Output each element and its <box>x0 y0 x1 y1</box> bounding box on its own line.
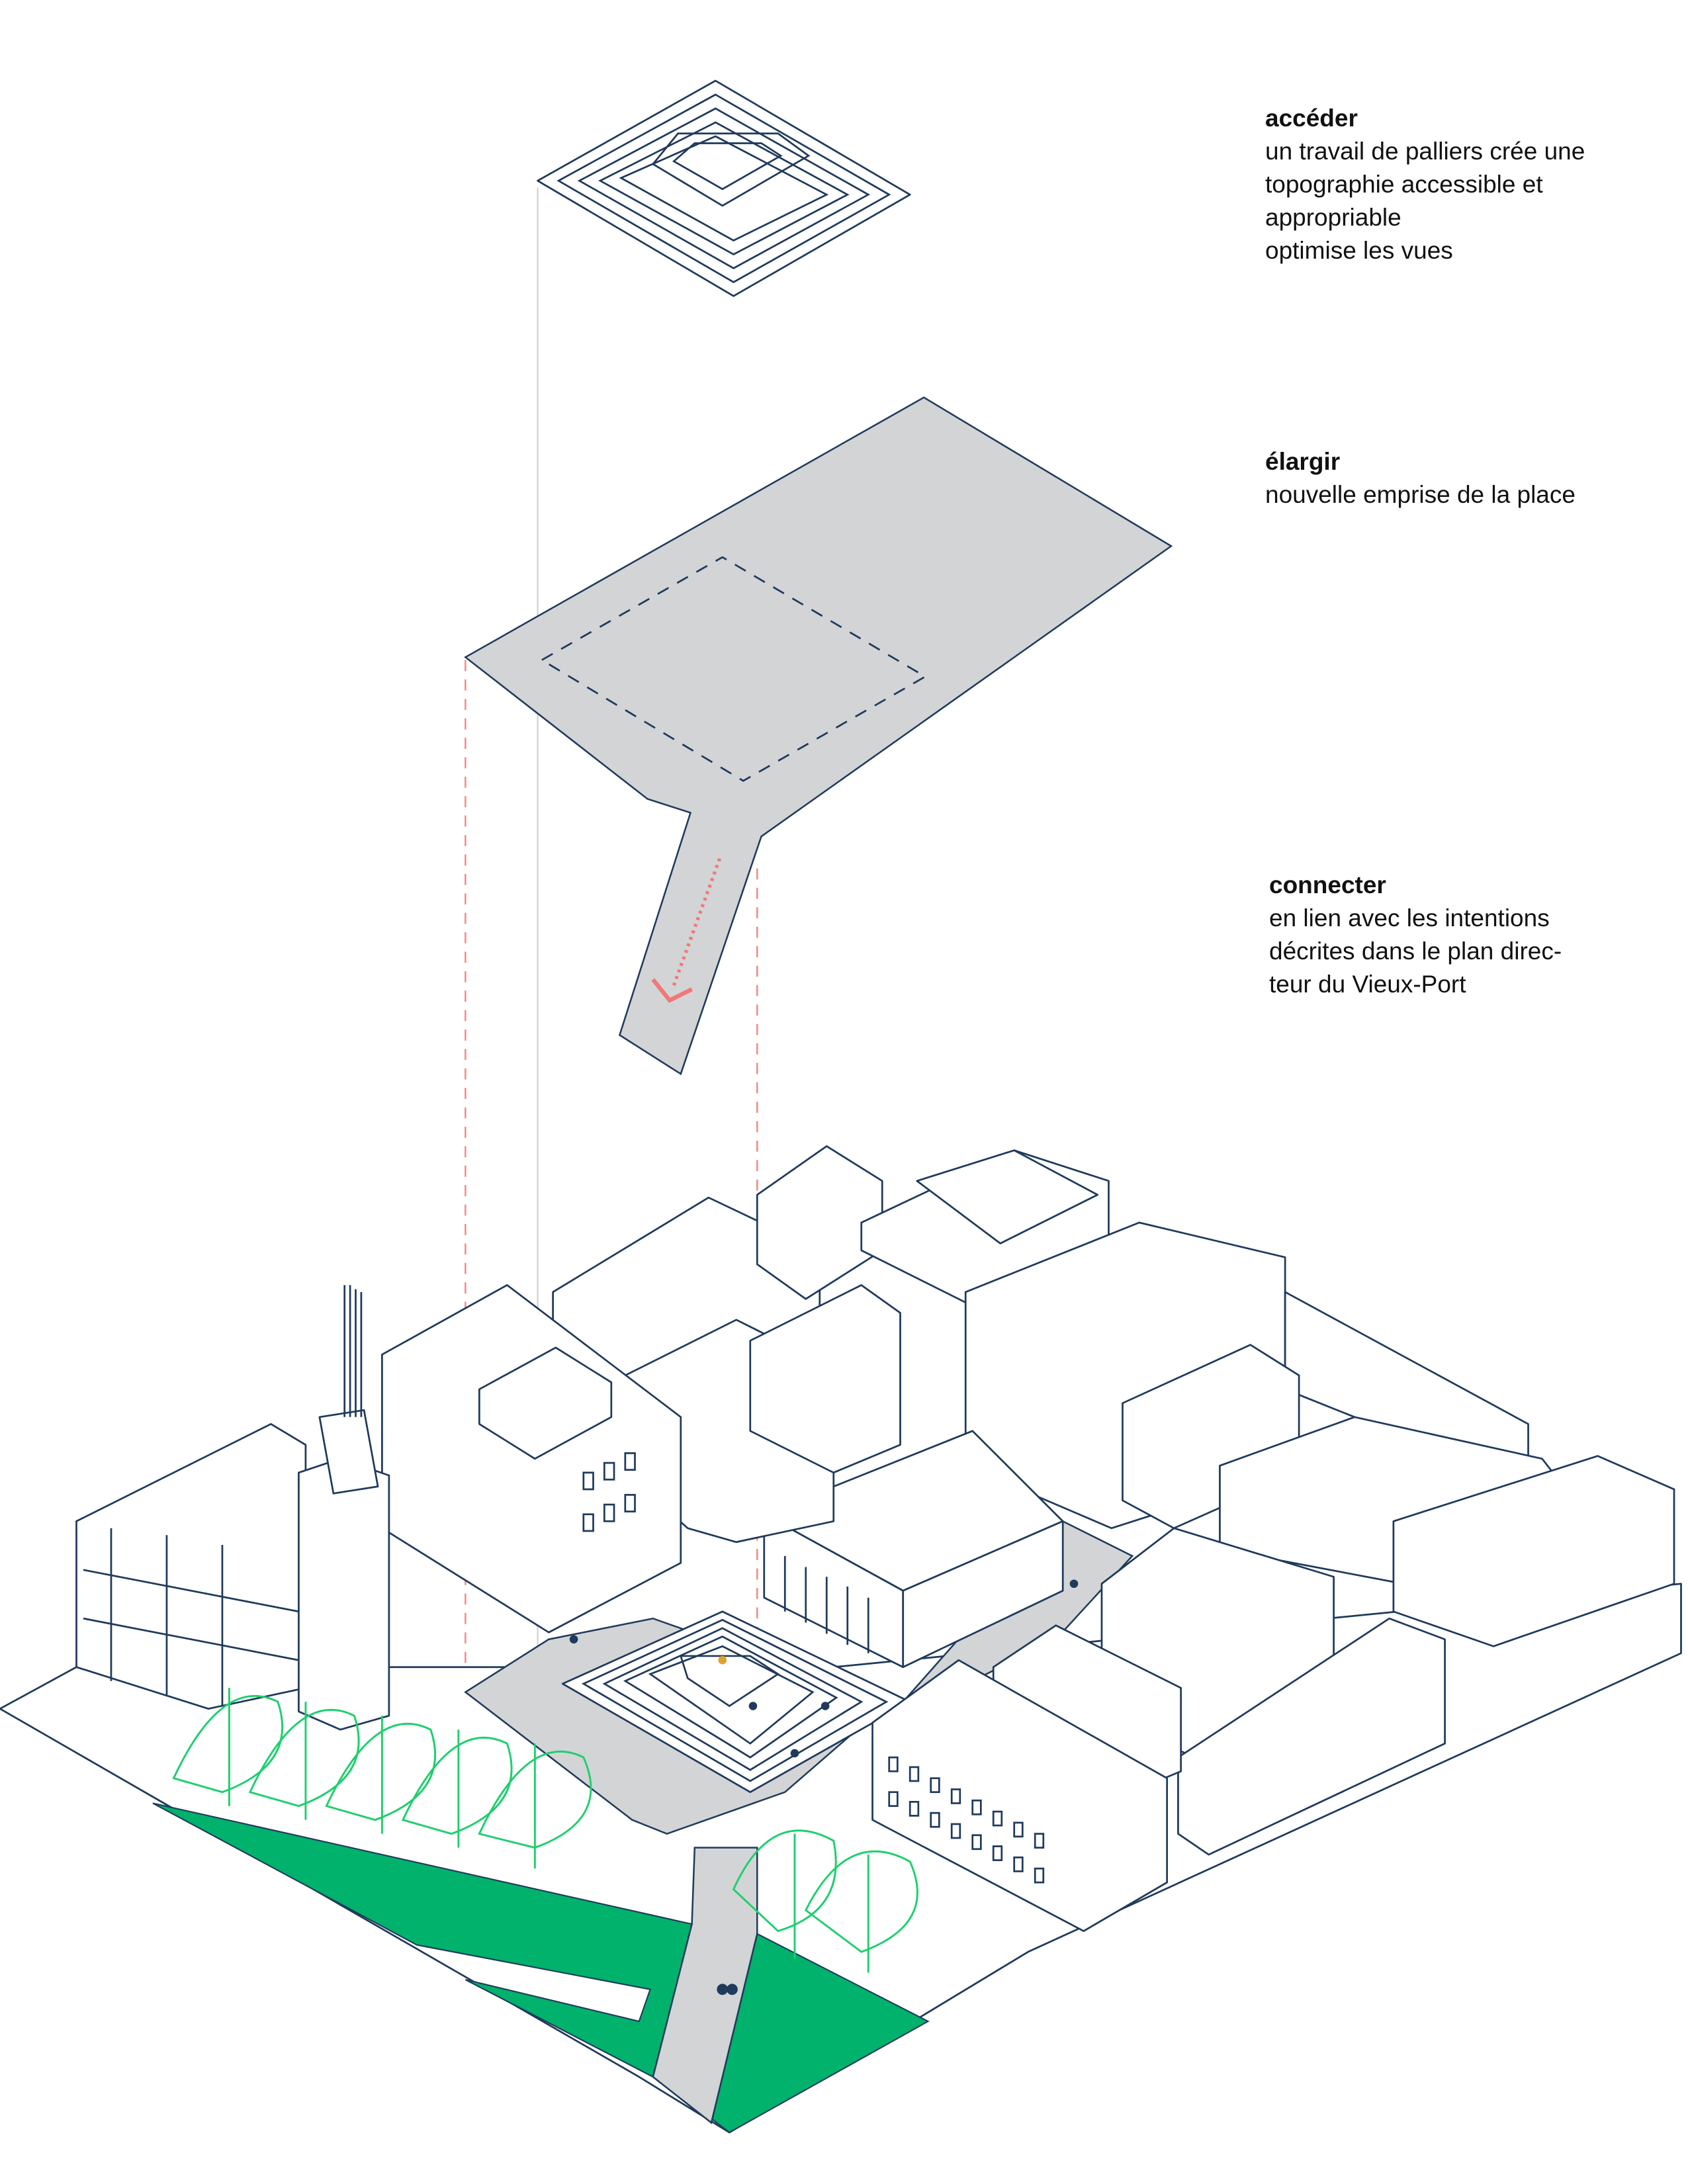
tree-row-right <box>732 1829 918 1973</box>
plaza-footprint-layer <box>464 396 1173 1076</box>
caption-line: nouvelle emprise de la place <box>1265 481 1576 508</box>
caption-line: décrites dans le plan direc- <box>1269 938 1562 965</box>
street-path <box>652 1847 758 2124</box>
stepped-topography-layer <box>537 79 911 297</box>
connection-arrow <box>670 857 722 990</box>
caption-title: accéder <box>1265 105 1358 132</box>
caption-connecter: connecter en lien avec les intentions dé… <box>1269 869 1562 1001</box>
tree-row-left <box>172 1688 592 1869</box>
caption-line: appropriable <box>1265 204 1401 231</box>
site-model <box>0 1145 1682 2134</box>
people <box>569 1579 1079 1995</box>
caption-line: en lien avec les intentions <box>1269 904 1550 932</box>
caption-title: connecter <box>1269 871 1386 898</box>
caption-elargir: élargir nouvelle emprise de la place <box>1265 445 1576 511</box>
caption-line: un travail de palliers crée une <box>1265 138 1585 165</box>
caption-line: optimise les vues <box>1265 237 1453 264</box>
caption-line: teur du Vieux-Port <box>1269 971 1466 998</box>
caption-title: élargir <box>1265 448 1341 475</box>
caption-line: topographie accessible et <box>1265 171 1543 198</box>
arrow-head-icon <box>651 978 693 1003</box>
caption-acceder: accéder un travail de palliers crée une … <box>1265 102 1585 267</box>
former-plaza-outline <box>540 556 928 782</box>
